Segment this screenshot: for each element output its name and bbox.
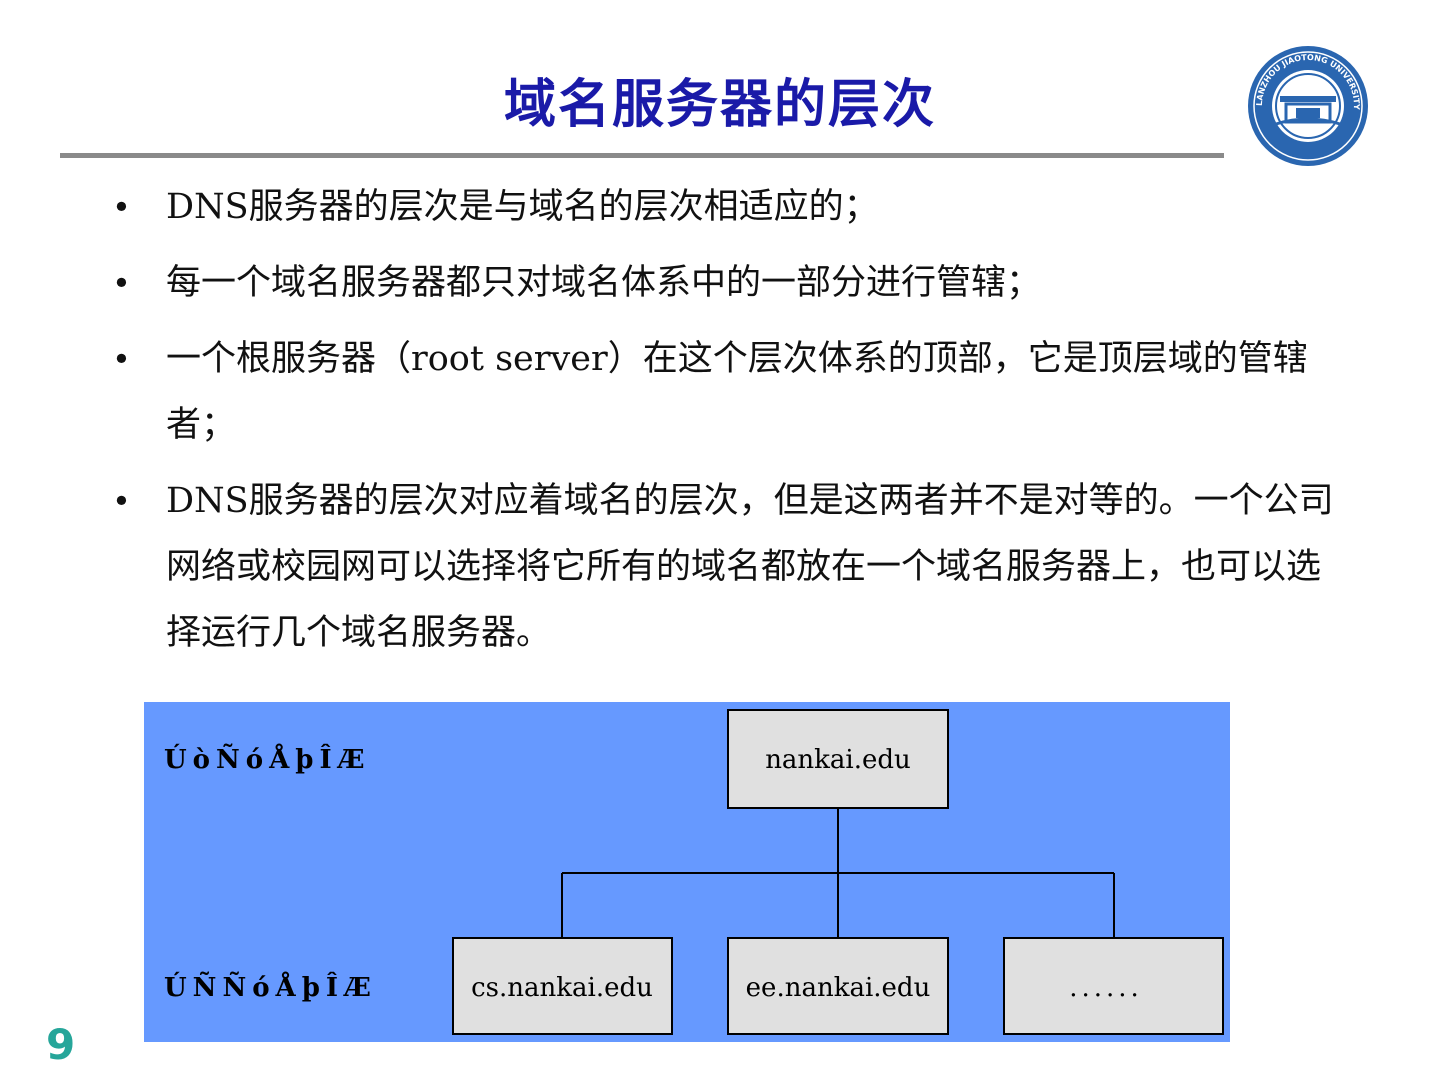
university-seal-icon: LANZHOU JIAOTONG UNIVERSITY [1248,46,1368,166]
bullet-list: • DNS服务器的层次是与域名的层次相适应的； • 每一个域名服务器都只对域名体… [110,174,1350,674]
dns-hierarchy-diagram: ÚòÑóÅþÎÆ ÚÑÑóÅþÎÆ nankai.edu cs.nankai.e… [144,702,1230,1042]
child-node-box [1003,937,1224,1035]
bullet-text: DNS服务器的层次对应着域名的层次，但是这两者并不是对等的。一个公司网络或校园网… [166,481,1334,653]
bullet-symbol: • [112,188,131,226]
bullet-item: • DNS服务器的层次是与域名的层次相适应的； [110,174,1350,240]
bullet-text: DNS服务器的层次是与域名的层次相适应的； [166,187,879,227]
bullet-symbol: • [112,340,131,378]
bullet-item: • DNS服务器的层次对应着域名的层次，但是这两者并不是对等的。一个公司网络或校… [110,468,1350,666]
page-number: 9 [46,1020,76,1069]
bullet-text: 每一个域名服务器都只对域名体系中的一部分进行管辖； [166,263,1042,303]
level-label-upper: ÚòÑóÅþÎÆ [164,743,371,775]
bullet-text: 一个根服务器（root server）在这个层次体系的顶部，它是顶层域的管辖者； [166,339,1308,445]
bullet-symbol: • [112,482,131,520]
child-node-box [452,937,673,1035]
level-label-lower: ÚÑÑóÅþÎÆ [164,971,377,1003]
slide-title: 域名服务器的层次 [503,74,936,135]
root-node-label: nankai.edu [765,745,911,775]
child-node-label: cs.nankai.edu [471,973,653,1003]
child-node-box [727,937,949,1035]
diagram-canvas: ÚòÑóÅþÎÆ ÚÑÑóÅþÎÆ nankai.edu cs.nankai.e… [164,709,1224,1035]
child-node-label: ee.nankai.edu [746,973,931,1003]
child-node-label: ...... [1069,973,1143,1003]
bullet-symbol: • [112,264,131,302]
title-divider [60,153,1224,158]
root-node-box [727,709,949,809]
bullet-item: • 一个根服务器（root server）在这个层次体系的顶部，它是顶层域的管辖… [110,326,1350,458]
bullet-item: • 每一个域名服务器都只对域名体系中的一部分进行管辖； [110,250,1350,316]
